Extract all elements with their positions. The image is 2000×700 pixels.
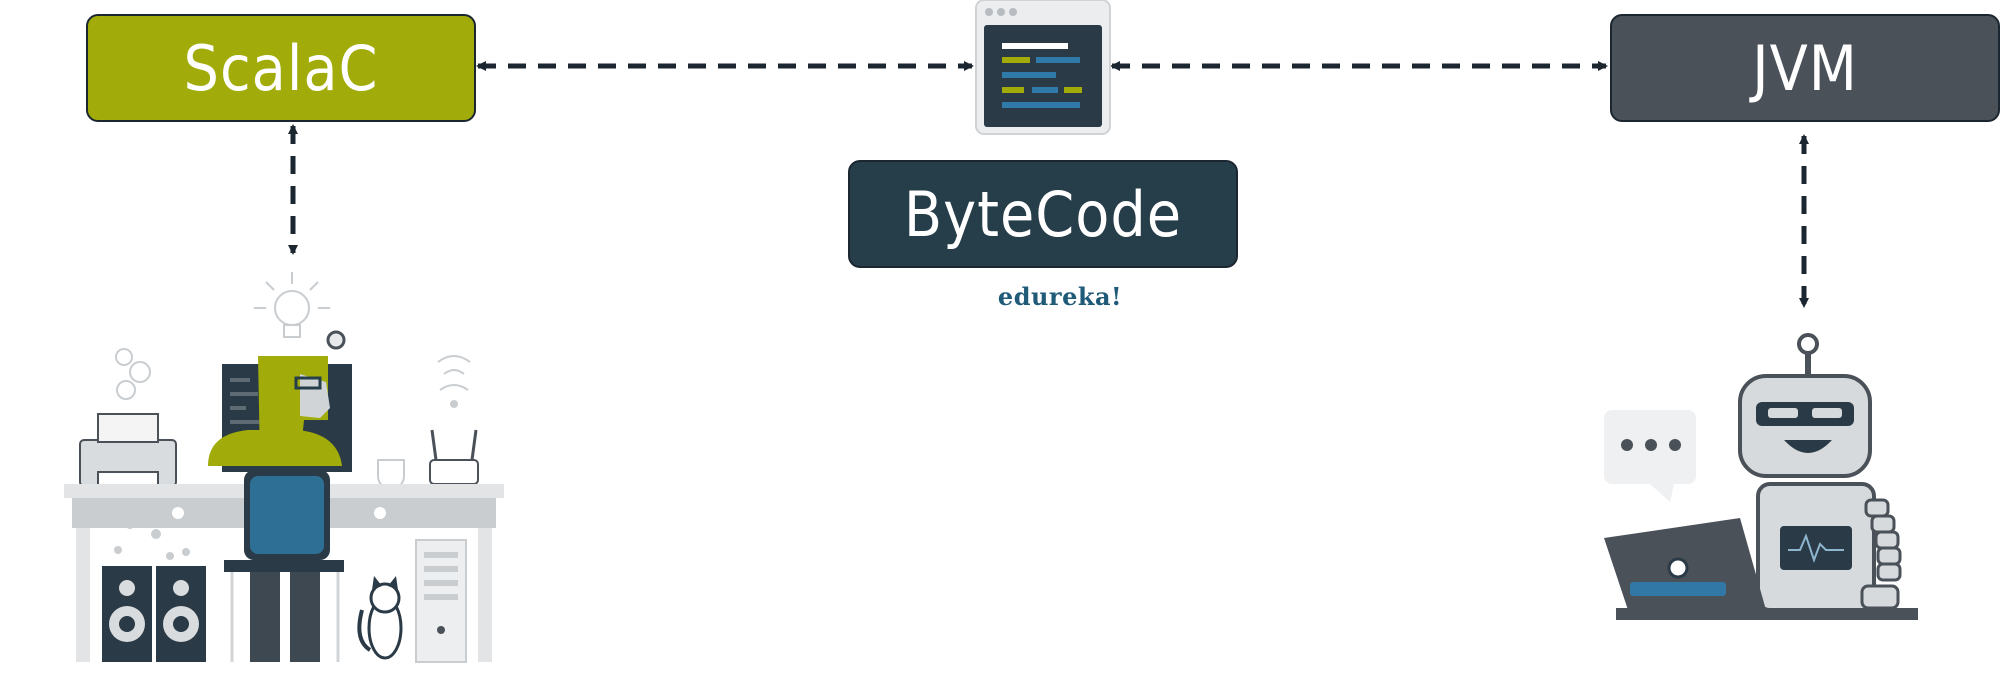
code-file-icon: [975, 0, 1111, 135]
bytecode-label: ByteCode: [903, 177, 1183, 251]
chat-bubble-icon: [1604, 410, 1696, 502]
jvm-node: JVM: [1610, 14, 2000, 122]
bytecode-node: ByteCode: [848, 160, 1238, 268]
scalac-label: ScalaC: [183, 31, 379, 105]
brand-logo: edureka!: [997, 282, 1123, 311]
developer-at-desk-illustration: [64, 272, 504, 663]
wifi-icon: [437, 355, 471, 408]
speakers-icon: [102, 566, 206, 662]
robot-with-laptop-illustration: [1604, 333, 1918, 620]
jvm-label: JVM: [1752, 31, 1858, 105]
music-notes-icon: [114, 519, 190, 560]
lightbulb-icon: [254, 272, 330, 338]
gear-icon: [115, 348, 151, 400]
cat-icon: [357, 576, 403, 660]
scalac-node: ScalaC: [86, 14, 476, 122]
